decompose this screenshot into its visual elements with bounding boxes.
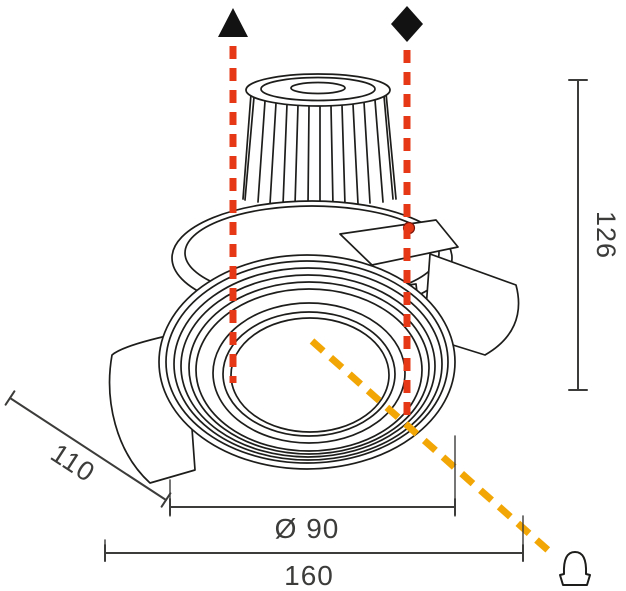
trim-ring-thread: [173, 267, 443, 461]
mounting-wings: [108, 253, 520, 484]
heatsink-top-hub: [290, 81, 346, 95]
dimensions: [4, 79, 588, 562]
lens-ring: [222, 311, 396, 437]
trim-ring-face: [195, 288, 423, 452]
lens-glass: [230, 317, 390, 433]
heatsink-silhouette: [242, 92, 397, 200]
dimension-diameter: [169, 435, 456, 517]
dimension-label-overall-width: 160: [284, 560, 334, 591]
red-axis-lines: [229, 46, 411, 419]
lamp-outline: [559, 551, 591, 586]
dimension-label-height: 126: [591, 211, 621, 259]
dimension-ticks-cutout: [4, 390, 172, 508]
trim-ring: [158, 254, 456, 470]
trim-ring-thread: [180, 274, 436, 458]
dimension-ticks-diameter: [169, 498, 456, 516]
heatsink-top-ring: [260, 76, 376, 102]
diamond-marker-icon: [391, 6, 423, 42]
dimension-ticks-overall: [104, 544, 524, 562]
dimension-cutout-width: [4, 390, 172, 508]
trim-ring-thread: [165, 260, 449, 464]
dimension-overall-width: [104, 515, 524, 562]
light-beam-dashed-line: [309, 338, 552, 554]
dimension-ticks-height: [568, 79, 588, 391]
heatsink-fins: [244, 95, 394, 207]
dimension-height: [568, 79, 588, 391]
trim-ring-thread: [188, 281, 430, 455]
triangle-marker-icon: [218, 8, 248, 37]
dimension-label-cutout-width: 110: [46, 438, 101, 488]
dimension-label-diameter: Ø 90: [275, 513, 340, 544]
axis-markers: [218, 6, 423, 42]
heatsink: [242, 73, 397, 207]
luminaire-drawing: [108, 73, 520, 484]
lamp-icon: [559, 551, 591, 586]
lens-bezel: [212, 302, 406, 444]
dimension-line-cutout: [9, 397, 167, 501]
